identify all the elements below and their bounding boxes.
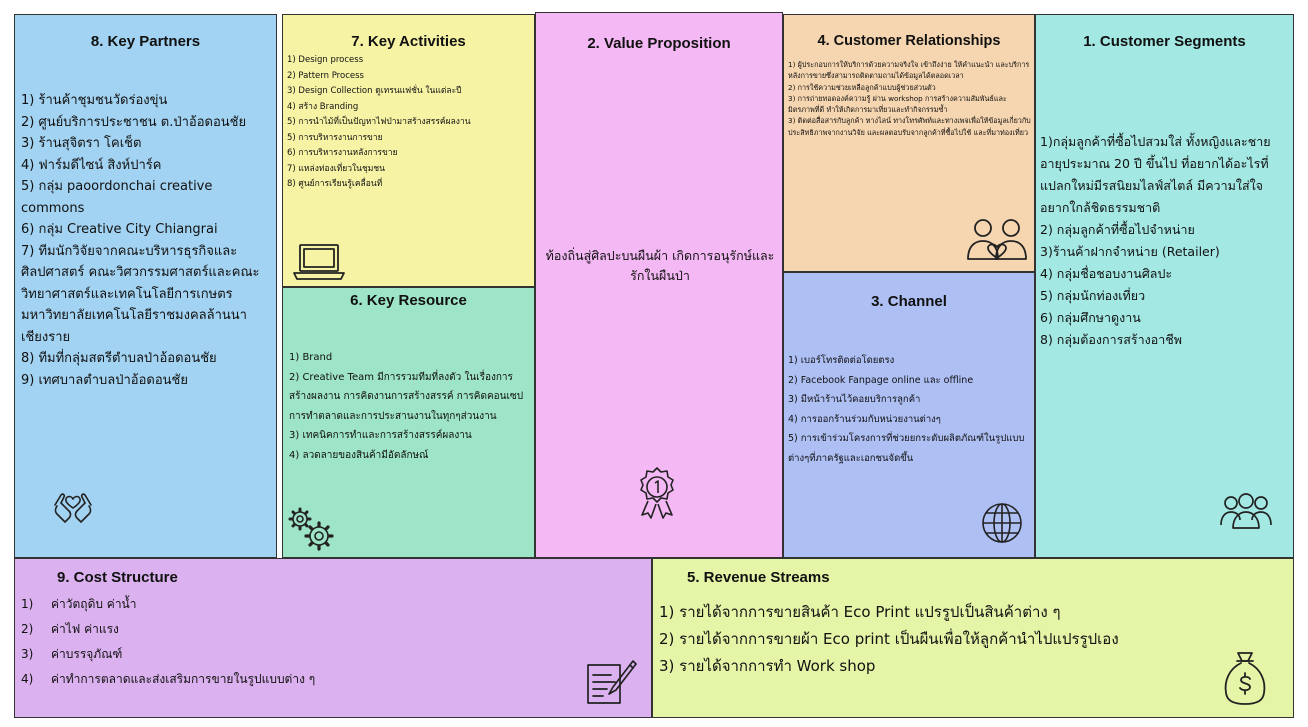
customer-relationships-list: 1) ผู้ประกอบการให้บริการด้วยความจริงใจ เ… bbox=[788, 59, 1032, 138]
list-item: 4) กลุ่มชื่อชอบงานศิลปะ bbox=[1040, 266, 1173, 281]
hands-heart-icon bbox=[51, 483, 95, 527]
list-item: 2) ศูนย์บริการประชาชน ต.ป่าอ้อดอนชัย bbox=[21, 114, 247, 130]
list-item: 3) เทคนิคการทำและการสร้างสรรค์ผลงาน bbox=[289, 430, 472, 441]
list-item: 1) ค่าวัตถุดิบ ค่าน้ำ bbox=[21, 592, 581, 617]
channel-title: 3. Channel bbox=[871, 293, 947, 310]
list-item: 1) ผู้ประกอบการให้บริการด้วยความจริงใจ เ… bbox=[788, 60, 1030, 81]
list-item: 2) Creative Team มีการรวมทีมที่ลงตัว ในเ… bbox=[289, 371, 524, 422]
customer-segments-list: 1)กลุ่มลูกค้าที่ซื้อไปสวมใส่ ทั้งหญิงและ… bbox=[1040, 131, 1292, 351]
list-item: 4) ลวดลายของสินค้ามีอัตลักษณ์ bbox=[289, 449, 429, 461]
revenue-streams-block: 5. Revenue Streams 1) รายได้จากการขายสิน… bbox=[652, 558, 1294, 718]
list-item: 3) มีหน้าร้านไว้คอยบริการลูกค้า bbox=[788, 394, 921, 405]
list-item: 5) การเข้าร่วมโครงการที่ช่วยยกระดับผลิตภ… bbox=[788, 433, 1025, 464]
key-resource-list: 1) Brand 2) Creative Team มีการรวมทีมที่… bbox=[289, 348, 533, 465]
key-resource-block: 6. Key Resource 1) Brand 2) Creative Tea… bbox=[282, 287, 535, 558]
list-item: 9) เทศบาลตำบลป่าอ้อดอนชัย bbox=[21, 372, 188, 388]
list-item: 1)กลุ่มลูกค้าที่ซื้อไปสวมใส่ ทั้งหญิงและ… bbox=[1040, 134, 1271, 215]
list-item: 2) Pattern Process bbox=[287, 70, 364, 81]
list-item: 4) สร้าง Branding bbox=[287, 101, 359, 112]
list-item: 3) Design Collection ดูเทรนแฟชั่น ในแต่ล… bbox=[287, 86, 462, 96]
item-number: 2) bbox=[21, 622, 34, 636]
list-item: 6) การบริหารงานหลังการขาย bbox=[287, 148, 398, 158]
item-text: ค่าไฟ ค่าแรง bbox=[51, 622, 119, 636]
key-activities-list: 1) Design process 2) Pattern Process 3) … bbox=[287, 53, 533, 193]
revenue-streams-list: 1) รายได้จากการขายสินค้า Eco Print แปรรู… bbox=[659, 599, 1259, 680]
key-activities-title: 7. Key Activities bbox=[351, 33, 466, 50]
channel-list: 1) เบอร์โทรติดต่อโดยตรง 2) Facebook Fanp… bbox=[788, 351, 1034, 468]
revenue-streams-title: 5. Revenue Streams bbox=[687, 569, 830, 586]
list-item: 6) กลุ่มศึกษาดูงาน bbox=[1040, 310, 1141, 325]
list-item: 7) ทีมนักวิจัยจากคณะบริหารธุรกิจและศิลปศ… bbox=[21, 243, 260, 345]
money-bag-icon bbox=[1221, 649, 1269, 707]
list-item: 8) ทีมที่กลุ่มสตรีตำบลป่าอ้อดอนชัย bbox=[21, 351, 217, 366]
list-item: 8) ศูนย์การเรียนรู้เคลื่อนที่ bbox=[287, 179, 383, 189]
list-item: 8) กลุ่มต้องการสร้างอาชีพ bbox=[1040, 332, 1183, 347]
key-partners-block: 8. Key Partners 1) ร้านค้าชุมชนวัดร่องขุ… bbox=[14, 14, 277, 558]
item-number: 4) bbox=[21, 672, 34, 686]
cost-structure-list: 1) ค่าวัตถุดิบ ค่าน้ำ 2) ค่าไฟ ค่าแรง 3) ค่… bbox=[21, 592, 581, 692]
list-item: 1) เบอร์โทรติดต่อโดยตรง bbox=[788, 355, 895, 366]
list-item: 3) การถ่ายทอดองค์ความรู้ ผ่าน workshop ก… bbox=[788, 93, 1007, 115]
list-item: 5) การบริหารงานการขาย bbox=[287, 132, 383, 143]
globe-icon bbox=[980, 501, 1024, 545]
customer-relationships-title: 4. Customer Relationships bbox=[817, 33, 1001, 49]
list-item: 3) ร้านสุจิตรา โคเช็ต bbox=[21, 136, 142, 151]
people-heart-icon bbox=[966, 217, 1028, 263]
customer-relationships-block: 4. Customer Relationships 1) ผู้ประกอบกา… bbox=[783, 14, 1035, 272]
cost-structure-block: 9. Cost Structure 1) ค่าวัตถุดิบ ค่าน้ำ 2… bbox=[14, 558, 652, 718]
list-item: 1) Brand bbox=[289, 352, 333, 363]
list-item: 2) กลุ่มลูกค้าที่ซื้อไปจำหน่าย bbox=[1040, 222, 1195, 237]
list-item: 4) ค่าทำการตลาดและส่งเสริมการขายในรูปแบบต… bbox=[21, 667, 581, 692]
key-resource-title: 6. Key Resource bbox=[350, 292, 467, 309]
list-item: 1) Design process bbox=[287, 55, 364, 65]
list-item: 7) แหล่งท่องเที่ยวในชุมชน bbox=[287, 163, 385, 174]
item-text: ค่าทำการตลาดและส่งเสริมการขายในรูปแบบต่า… bbox=[51, 672, 316, 686]
list-item: 6) กลุ่ม Creative City Chiangrai bbox=[21, 222, 218, 237]
list-item: 5) กลุ่มนักท่องเที่ยว bbox=[1040, 288, 1146, 303]
group-icon bbox=[1220, 493, 1272, 531]
customer-segments-title: 1. Customer Segments bbox=[1083, 33, 1246, 50]
list-item: 2) การใช้ความช่วยเหลือลูกค้าแบบผู้ช่วยส่… bbox=[788, 82, 936, 92]
list-item: 3) ติดต่อสื่อสารกับลูกค้า ทางไลน์ ทางโทร… bbox=[788, 116, 1031, 137]
cost-structure-title: 9. Cost Structure bbox=[57, 569, 178, 586]
item-text: ค่าวัตถุดิบ ค่าน้ำ bbox=[51, 597, 137, 611]
value-proposition-title: 2. Value Proposition bbox=[587, 35, 731, 52]
item-text: ค่าบรรจุภัณฑ์ bbox=[51, 647, 123, 661]
list-item: 3) ค่าบรรจุภัณฑ์ bbox=[21, 642, 581, 667]
key-partners-title: 8. Key Partners bbox=[90, 33, 201, 50]
gears-icon bbox=[287, 506, 337, 552]
list-item: 5) การนำไม้ที่เป็นปัญหาไฟป่ามาสร้างสรรค์… bbox=[287, 117, 471, 127]
list-item: 5) กลุ่ม paoordonchai creative commons bbox=[21, 179, 213, 216]
key-activities-block: 7. Key Activities 1) Design process 2) P… bbox=[282, 14, 535, 287]
key-partners-list: 1) ร้านค้าชุมชนวัดร่องขุ่น 2) ศูนย์บริกา… bbox=[21, 90, 275, 391]
list-item: 3) รายได้จากการทำ Work shop bbox=[659, 657, 876, 675]
value-proposition-block: 2. Value Proposition ท้องถิ่นสู่ศิลปะบนผ… bbox=[535, 12, 783, 558]
customer-segments-block: 1. Customer Segments 1)กลุ่มลูกค้าที่ซื้… bbox=[1035, 14, 1294, 558]
list-item: 4) การออกร้านร่วมกับหน่วยงานต่างๆ bbox=[788, 413, 941, 425]
list-item: 2) รายได้จากการขายผ้า Eco print เป็นผืนเ… bbox=[659, 630, 1119, 648]
channel-block: 3. Channel 1) เบอร์โทรติดต่อโดยตรง 2) Fa… bbox=[783, 272, 1035, 558]
list-item: 3)ร้านค้าฝากจำหน่าย (Retailer) bbox=[1040, 244, 1220, 259]
list-item: 2) ค่าไฟ ค่าแรง bbox=[21, 617, 581, 642]
list-item: 1) ร้านค้าชุมชนวัดร่องขุ่น bbox=[21, 93, 168, 108]
item-number: 1) bbox=[21, 597, 34, 611]
list-item: 4) ฟาร์มดีไซน์ สิงห์ปาร์ค bbox=[21, 157, 162, 173]
value-proposition-text: ท้องถิ่นสู่ศิลปะบนผืนผ้า เกิดการอนุรักษ์… bbox=[545, 248, 775, 283]
award-ribbon-icon bbox=[634, 465, 680, 521]
item-number: 3) bbox=[21, 647, 34, 661]
document-pen-icon bbox=[585, 657, 637, 707]
list-item: 2) Facebook Fanpage online และ offline bbox=[788, 374, 974, 386]
laptop-icon bbox=[291, 242, 347, 282]
list-item: 1) รายได้จากการขายสินค้า Eco Print แปรรู… bbox=[659, 603, 1061, 621]
